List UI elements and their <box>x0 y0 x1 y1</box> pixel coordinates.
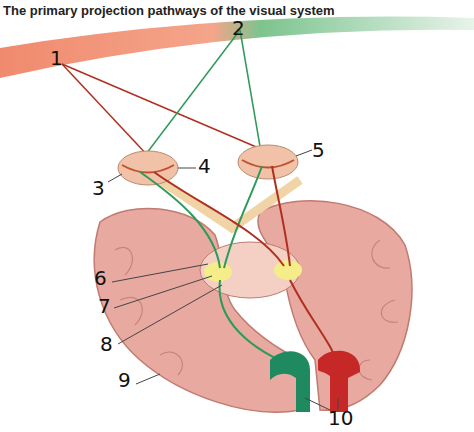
lgn-right <box>274 260 302 280</box>
callout-number: 10 <box>328 408 353 428</box>
visual-pathways <box>140 166 340 368</box>
left-visual-cortex <box>270 351 310 412</box>
light-rays <box>62 30 268 162</box>
left-eye <box>118 151 178 185</box>
red-ray <box>62 64 268 152</box>
callout-number: 3 <box>92 178 105 198</box>
right-visual-cortex <box>318 351 360 412</box>
callout-number: 4 <box>198 156 211 176</box>
callout-number: 9 <box>118 370 131 390</box>
red-ray <box>62 64 150 158</box>
callout-number: 7 <box>98 296 111 316</box>
leader-lines <box>108 150 338 410</box>
figure-title: The primary projection pathways of the v… <box>3 3 335 18</box>
callout-number: 6 <box>94 268 107 288</box>
callout-number: 2 <box>232 18 245 38</box>
green-ray <box>240 30 262 158</box>
callout-number: 1 <box>50 48 63 68</box>
callout-number: 8 <box>100 334 113 354</box>
lgn-left <box>204 262 232 282</box>
green-ray <box>140 30 240 162</box>
callout-number: 5 <box>312 140 325 160</box>
visual-field-band <box>0 17 474 78</box>
right-eye <box>238 145 298 179</box>
